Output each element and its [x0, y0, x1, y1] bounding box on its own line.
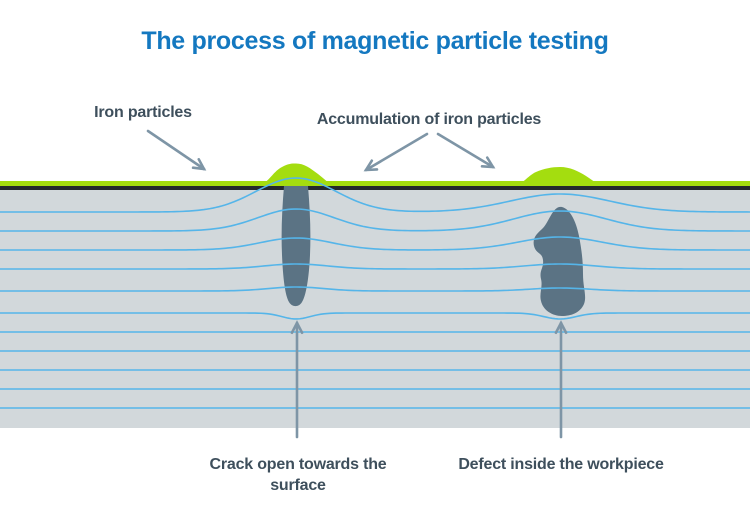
- label-defect-caption: Defect inside the workpiece: [458, 456, 664, 473]
- field-line: [0, 208, 750, 232]
- field-line: [0, 263, 750, 270]
- surface-dark-line: [0, 186, 750, 190]
- label-crack-caption: Crack open towards the surface: [209, 456, 387, 494]
- crack-shape: [281, 186, 311, 307]
- annotation-arrow: [436, 132, 495, 169]
- page-title: The process of magnetic particle testing: [141, 27, 609, 55]
- annotation-arrow: [191, 158, 207, 171]
- annotation-arrow: [480, 156, 496, 169]
- field-line: [0, 312, 750, 320]
- annotation-arrows: [146, 129, 568, 439]
- annotation-arrow: [363, 159, 379, 172]
- annotation-arrow: [554, 320, 568, 335]
- label-iron-particles: Iron particles: [94, 104, 192, 121]
- surface-green-band: [0, 181, 750, 186]
- field-line: [0, 177, 750, 213]
- annotation-arrow: [364, 132, 429, 172]
- annotation-arrow: [146, 129, 206, 171]
- label-accumulation: Accumulation of iron particles: [316, 111, 542, 128]
- field-line: [0, 236, 750, 251]
- field-line: [0, 286, 750, 292]
- annotation-arrow: [290, 320, 304, 335]
- magnetic-field-lines: [0, 177, 750, 409]
- iron-accumulation-bump-crack: [256, 163, 337, 186]
